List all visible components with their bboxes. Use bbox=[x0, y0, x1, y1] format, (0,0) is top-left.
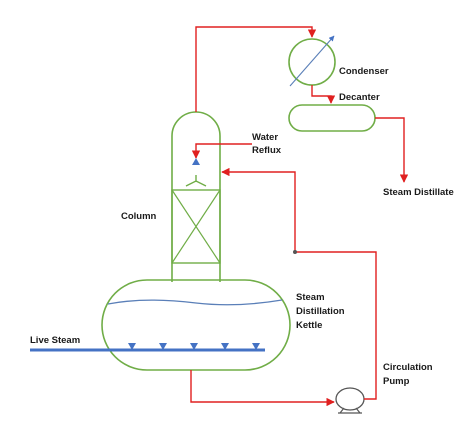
reflux-drop bbox=[192, 158, 200, 165]
sparger-nozzle bbox=[252, 343, 260, 350]
junction-node bbox=[293, 250, 297, 254]
condenser-label: Condenser bbox=[339, 66, 389, 77]
sparger-nozzles bbox=[128, 343, 260, 350]
pump-label-line2: Pump bbox=[383, 376, 410, 387]
sparger-nozzle bbox=[190, 343, 198, 350]
steam-distillate-label: Steam Distillate bbox=[383, 187, 454, 198]
decanter-label: Decanter bbox=[339, 92, 380, 103]
kettle-shell bbox=[101, 279, 291, 371]
sparger-nozzle bbox=[159, 343, 167, 350]
condensate-line bbox=[311, 85, 336, 104]
pump-label-line1: Circulation bbox=[383, 362, 433, 373]
kettle-outlet-line bbox=[190, 370, 335, 407]
column-label: Column bbox=[121, 211, 157, 222]
kettle-label-line3: Kettle bbox=[296, 320, 323, 331]
column-packing-diag-2 bbox=[171, 189, 221, 264]
pump-base bbox=[338, 407, 362, 414]
column-packing bbox=[171, 189, 221, 264]
decanter-shell bbox=[288, 104, 376, 132]
sparger-nozzle bbox=[128, 343, 136, 350]
distillate-line bbox=[375, 117, 409, 183]
reflux-distributor bbox=[185, 175, 207, 187]
condenser-shell bbox=[288, 38, 336, 86]
column-shell bbox=[171, 111, 221, 282]
pump-body bbox=[335, 387, 365, 411]
condenser-coolant-line bbox=[289, 35, 335, 87]
water-reflux-label-line1: Water bbox=[252, 132, 279, 143]
water-reflux-label-line2: Reflux bbox=[252, 145, 282, 156]
kettle-label-line2: Distillation bbox=[296, 306, 345, 317]
live-steam-label: Live Steam bbox=[30, 335, 81, 346]
circulation-return-line bbox=[221, 167, 377, 400]
kettle-label-line1: Steam bbox=[296, 292, 325, 303]
vapor-line bbox=[195, 26, 317, 112]
kettle-liquid-level bbox=[107, 299, 283, 306]
sparger-nozzle bbox=[221, 343, 229, 350]
water-reflux-line bbox=[191, 143, 252, 159]
